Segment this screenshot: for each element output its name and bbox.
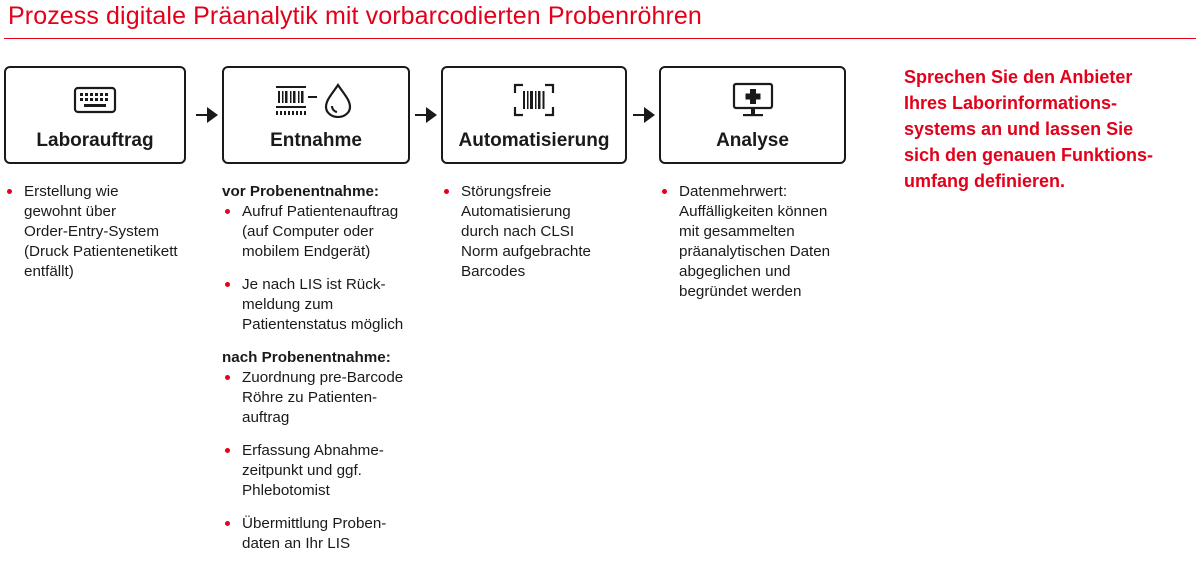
analyse-details: Datenmehrwert: Auffälligkeiten können mi…	[659, 182, 830, 315]
list-item: Erfassung Abnahme- zeitpunkt und ggf. Ph…	[222, 441, 403, 501]
list-item: Störungsfreie Automatisierung durch nach…	[441, 182, 591, 282]
text-line: Erfassung Abnahme-	[242, 442, 384, 459]
text-line: mit gesammelten	[679, 223, 795, 240]
callout-line: sich den genauen Funktions-	[904, 145, 1154, 165]
arrow-right-icon	[633, 107, 655, 123]
laborauftrag-details: Erstellung wie gewohnt über Order-Entry-…	[4, 182, 178, 295]
text-line: entfällt)	[24, 263, 74, 280]
text-line: abgeglichen und	[679, 263, 791, 280]
text-line: Aufruf Patientenauftrag	[242, 203, 399, 220]
entnahme-details: vor Probenentnahme: Aufruf Patientenauft…	[222, 182, 403, 567]
text-line: präanalytischen Daten	[679, 243, 831, 260]
callout-text: Sprechen Sie den Anbieter Ihres Laborinf…	[904, 64, 1153, 194]
text-line: Norm aufgebrachte	[461, 243, 592, 260]
text-line: Erstellung wie	[24, 183, 119, 200]
text-line: daten an Ihr LIS	[242, 535, 351, 552]
text-line: Phlebotomist	[242, 482, 330, 499]
callout-line: Ihres Laborinformations-	[904, 93, 1118, 113]
automatisierung-details: Störungsfreie Automatisierung durch nach…	[441, 182, 591, 295]
text-line: auftrag	[242, 409, 290, 426]
text-line: Datenmehrwert:	[679, 183, 788, 200]
text-line: Zuordnung pre-Barcode	[242, 369, 404, 386]
text-line: Automatisierung	[461, 203, 571, 220]
text-line: Order-Entry-System	[24, 223, 160, 240]
list-item: Übermittlung Proben- daten an Ihr LIS	[222, 514, 403, 554]
step-box-automatisierung: Automatisierung	[441, 66, 627, 164]
page-title: Prozess digitale Präanalytik mit vorbarc…	[8, 2, 702, 30]
text-line: meldung zum	[242, 296, 334, 313]
step-box-analyse: Analyse	[659, 66, 846, 164]
text-line: (Druck Patientenetikett	[24, 243, 178, 260]
step-label: Laborauftrag	[36, 130, 154, 151]
text-line: Je nach LIS ist Rück-	[242, 276, 386, 293]
list-item: Zuordnung pre-Barcode Röhre zu Patienten…	[222, 368, 403, 428]
list-item: Erstellung wie gewohnt über Order-Entry-…	[4, 182, 178, 282]
barcode-drop-icon	[224, 82, 408, 118]
list-item: Je nach LIS ist Rück- meldung zum Patien…	[222, 275, 403, 335]
callout-line: Sprechen Sie den Anbieter	[904, 67, 1133, 87]
step-label: Entnahme	[270, 130, 362, 151]
text-line: Auffälligkeiten können	[679, 203, 828, 220]
list-item: Aufruf Patientenauftrag (auf Computer od…	[222, 202, 403, 262]
text-line: (auf Computer oder	[242, 223, 374, 240]
text-line: begründet werden	[679, 283, 802, 300]
barcode-scan-icon	[443, 82, 625, 118]
callout-line: umfang definieren.	[904, 171, 1066, 191]
text-line: mobilem Endgerät)	[242, 243, 371, 260]
step-label: Analyse	[716, 130, 789, 151]
step-label: Automatisierung	[458, 130, 610, 151]
text-line: Patientenstatus möglich	[242, 316, 404, 333]
title-divider	[4, 38, 1196, 39]
text-line: zeitpunkt und ggf.	[242, 462, 362, 479]
callout-line: systems an und lassen Sie	[904, 119, 1134, 139]
before-heading: vor Probenentnahme:	[222, 183, 379, 200]
step-box-laborauftrag: Laborauftrag	[4, 66, 186, 164]
medical-monitor-icon	[661, 82, 844, 118]
text-line: durch nach CLSI	[461, 223, 575, 240]
step-box-entnahme: Entnahme	[222, 66, 410, 164]
arrow-right-icon	[415, 107, 437, 123]
after-heading: nach Probenentnahme:	[222, 349, 391, 366]
text-line: Störungsfreie	[461, 183, 552, 200]
text-line: Barcodes	[461, 263, 526, 280]
keyboard-icon	[6, 82, 184, 118]
text-line: gewohnt über	[24, 203, 117, 220]
arrow-right-icon	[196, 107, 218, 123]
text-line: Röhre zu Patienten-	[242, 389, 378, 406]
text-line: Übermittlung Proben-	[242, 515, 387, 532]
list-item: Datenmehrwert: Auffälligkeiten können mi…	[659, 182, 830, 302]
